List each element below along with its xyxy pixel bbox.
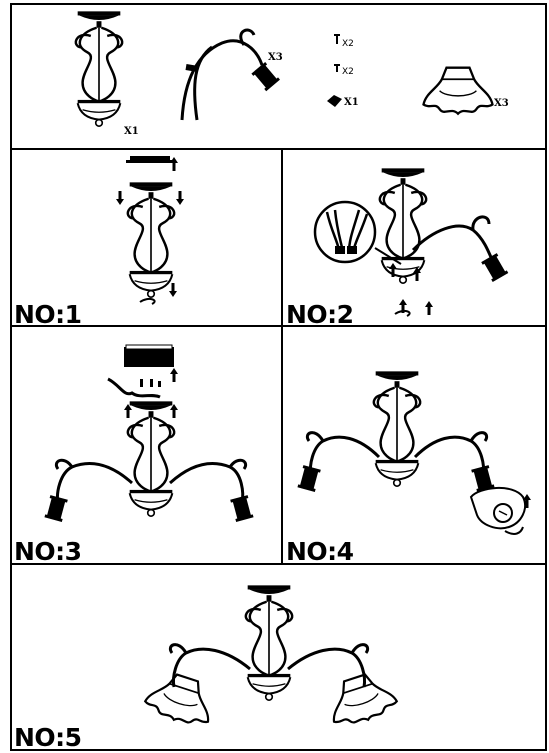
arm-qty: X3 [268,52,283,63]
shade-part [422,66,494,115]
step-3-label: NO:3 [14,537,82,565]
canopy-body-qty: X1 [124,126,139,137]
step-4-panel: NO:4 [281,325,547,565]
step-5-panel: NO:5 [10,563,547,751]
arm-part [180,28,264,121]
step-2-panel: NO:2 [281,148,547,327]
step-2-label: NO:2 [286,300,354,327]
shade-qty: X3 [494,98,509,109]
step-4-label: NO:4 [286,537,354,565]
screw-long-part [334,34,340,44]
screw-long-qty: X2 [342,39,354,49]
step-5-drawing [141,584,401,732]
step-4-drawing [297,370,531,535]
step-3-panel: NO:3 [10,325,283,565]
canopy-body-part [74,10,124,128]
screw-short-qty: X2 [342,67,354,77]
step-5-label: NO:5 [14,723,82,751]
step-1-panel: NO:1 [10,148,283,327]
nut-qty: X1 [344,97,359,108]
step-1-drawing [116,156,184,305]
parts-drawing [74,10,494,128]
nut-part [327,95,342,107]
step-3-drawing [44,344,254,522]
step-1-label: NO:1 [14,300,82,327]
parts-panel: X1 X3 X2 X2 X1 X3 [10,3,547,150]
arm-socket [251,62,280,92]
step-2-drawing [313,167,509,317]
screw-short-part [334,64,340,72]
